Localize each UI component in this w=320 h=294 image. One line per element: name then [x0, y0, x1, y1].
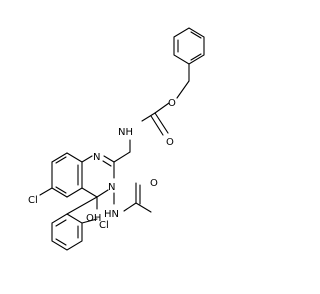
structure-canvas: O O NH N Cl N HN O OH Cl — [28, 27, 205, 251]
atom-chloro-ring: Cl — [28, 195, 38, 206]
bond-c4-phenyl — [66, 196, 98, 215]
atom-carbonyl-o-carbamate: O — [166, 137, 174, 148]
benzyl-ring — [173, 27, 205, 65]
atom-nh-carbamate: NH — [118, 127, 133, 138]
atom-carbonyl-o-amide: O — [150, 178, 158, 189]
bond-ring-cl — [39, 187, 53, 196]
atom-hydroxyl: OH — [86, 213, 101, 224]
bond-ch2-c2 — [113, 151, 131, 163]
molecule-diagram: O O NH N Cl N HN O OH Cl — [28, 27, 205, 251]
atom-n-ring-1: N — [93, 152, 100, 163]
bond-carbamate-double-2 — [150, 115, 164, 136]
dihydroquinazoline-ring — [81, 155, 115, 198]
atom-chloro-phenyl: Cl — [99, 220, 109, 231]
atom-ester-o: O — [168, 98, 176, 109]
bond-phenyl-cl — [81, 218, 98, 224]
atom-n-ring-3: N — [108, 182, 115, 193]
bond-ch2-oester — [176, 80, 190, 99]
bond-ccarbamate-nh — [141, 112, 156, 122]
bond-camide-methyl — [135, 202, 152, 213]
atom-nh-amide: HN — [104, 209, 119, 220]
bond-nh-camide — [123, 202, 137, 212]
bond-oester-ccarbamate — [154, 102, 170, 114]
bond-carbamate-double-1 — [154, 112, 169, 134]
chlorophenyl-ring — [51, 213, 83, 251]
fused-benzene-ring — [51, 152, 83, 198]
